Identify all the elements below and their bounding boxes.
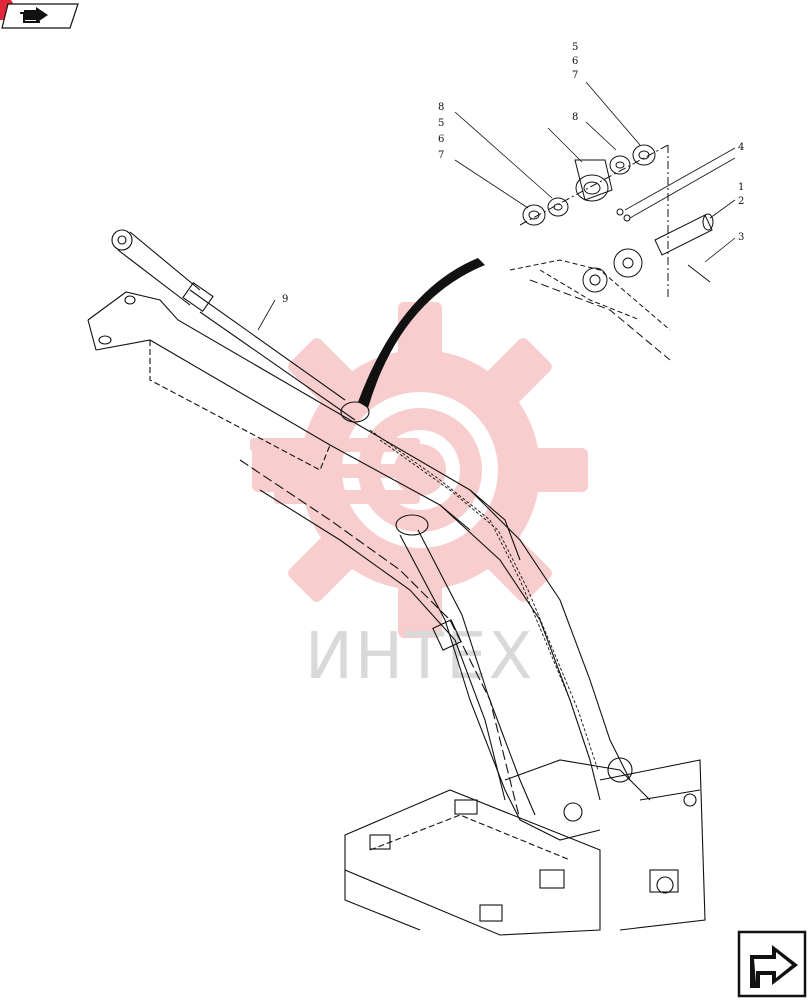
- callout-9: 9: [282, 294, 288, 305]
- arrow-right-icon: [20, 7, 48, 23]
- lift-cylinder: [395, 514, 536, 821]
- watermark-text: ИНТЕХ: [305, 620, 534, 694]
- callout-2: 2: [738, 196, 744, 207]
- callout-3: 3: [738, 232, 744, 243]
- callout-8-left: 8: [438, 102, 444, 113]
- leader-lines: [257, 81, 736, 331]
- chassis-frame: [344, 759, 706, 936]
- boom-assembly: [87, 291, 651, 841]
- hydraulic-cylinder: [111, 229, 370, 423]
- watermark-gear-icon: [250, 302, 588, 638]
- callout-6-top: 6: [572, 56, 578, 67]
- detail-pointer: [358, 258, 485, 408]
- arrow-forward-icon: [750, 945, 798, 988]
- callout-5-left: 5: [438, 118, 444, 129]
- hydraulic-hose: [369, 429, 599, 771]
- callout-8-right: 8: [572, 112, 578, 123]
- callout-5-top: 5: [572, 42, 578, 53]
- exploded-detail: [509, 144, 714, 361]
- callout-7-left: 7: [438, 150, 444, 161]
- callout-6-left: 6: [438, 134, 444, 145]
- callout-4: 4: [738, 142, 744, 153]
- top-nav-button[interactable]: [0, 0, 79, 29]
- callout-7-top: 7: [572, 70, 578, 81]
- callout-labels: 1 2 3 4 5 6 7 8 8 5 6 7 9: [282, 42, 744, 305]
- bottom-nav-button[interactable]: [737, 930, 807, 998]
- callout-1: 1: [738, 182, 744, 193]
